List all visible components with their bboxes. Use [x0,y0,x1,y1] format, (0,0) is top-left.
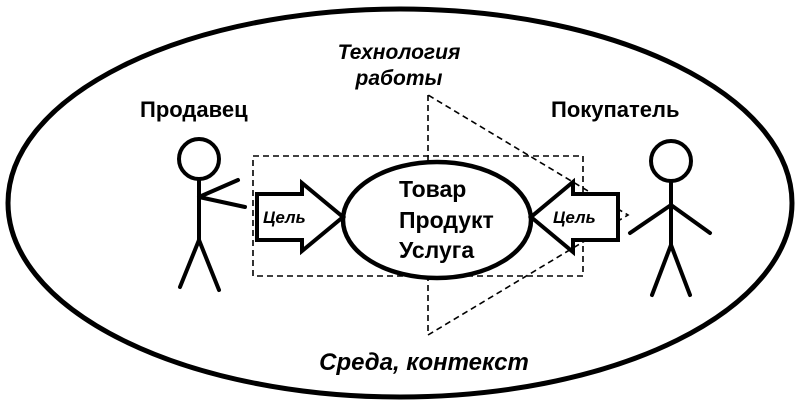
product-line-1: Товар [399,176,466,202]
environment-label: Среда, контекст [319,349,529,376]
goal-label-left: Цель [263,208,306,227]
product-line-2: Продукт [399,207,494,233]
seller-figure [177,137,247,292]
goal-arrow-right [527,177,620,257]
buyer-figure [628,139,712,297]
environment-ellipse [5,6,795,400]
buyer-label: Покупатель [551,97,680,122]
goal-arrow-left [255,178,347,256]
seller-label: Продавец [140,97,248,122]
product-line-3: Услуга [399,237,474,263]
product-ellipse [340,159,534,281]
technology-label-line1: Технология [338,41,461,64]
goal-label-right: Цель [553,208,596,227]
technology-label-line2: работы [355,67,443,90]
